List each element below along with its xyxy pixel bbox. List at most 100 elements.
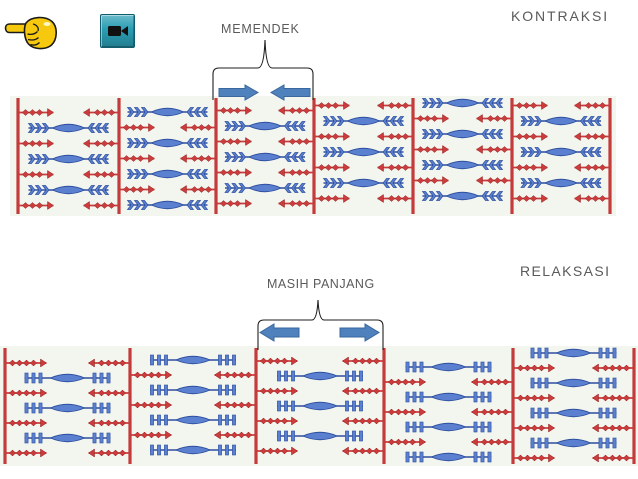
z-line: [382, 348, 386, 464]
myosin-head: [157, 384, 161, 396]
arrow-left-icon: [259, 323, 300, 342]
actin-subunit: [197, 124, 206, 131]
myosin-spindle: [430, 392, 467, 402]
myosin-head: [150, 444, 154, 456]
video-button[interactable]: [100, 14, 135, 48]
myosin-spindle: [543, 147, 579, 157]
actin-subunit: [331, 102, 340, 109]
actin-tip: [343, 101, 350, 110]
sarcomere: [6, 358, 129, 458]
myosin-spindle: [543, 178, 579, 188]
actin-filament: [377, 132, 412, 141]
myosin-head: [587, 116, 595, 126]
myosin-spindle: [150, 138, 185, 148]
actin-filament: [592, 423, 633, 433]
myosin-head: [225, 444, 229, 456]
myosin-filament: [520, 178, 602, 188]
actin-subunit: [111, 389, 120, 397]
actin-tip: [148, 154, 155, 163]
myosin-head: [218, 354, 222, 366]
myosin-head: [238, 183, 246, 193]
actin-subunit: [622, 394, 631, 402]
myosin-head: [298, 152, 306, 162]
actin-filament: [19, 108, 54, 117]
actin-tip: [245, 106, 252, 115]
myosin-head: [435, 191, 444, 201]
actin-filament: [217, 137, 252, 146]
actin-tip: [548, 453, 555, 463]
myosin-head: [488, 98, 497, 108]
myosin-head: [480, 421, 485, 433]
actin-subunit: [394, 408, 403, 416]
myosin-head: [421, 191, 430, 201]
myosin-head: [291, 400, 295, 412]
actin-subunit: [387, 195, 396, 202]
myosin-head: [544, 347, 549, 359]
actin-subunit: [280, 447, 289, 455]
actin-filament: [414, 114, 449, 123]
myosin-spindle: [174, 355, 212, 365]
actin-subunit: [21, 109, 30, 116]
actin-filament: [214, 370, 255, 380]
actin-subunit: [401, 133, 410, 140]
myosin-filament: [24, 402, 111, 414]
myosin-head: [291, 183, 299, 193]
myosin-spindle: [51, 154, 86, 164]
actin-subunit: [387, 438, 396, 446]
actin-filament: [342, 446, 383, 456]
actin-subunit: [266, 387, 275, 395]
myosin-head: [419, 451, 424, 463]
myosin-spindle: [445, 191, 480, 201]
actin-subunit: [516, 394, 525, 402]
actin-subunit: [29, 389, 38, 397]
actin-tip: [291, 416, 298, 426]
myosin-head: [537, 347, 542, 359]
myosin-head: [412, 361, 417, 373]
actin-subunit: [358, 387, 367, 395]
myosin-head: [186, 107, 195, 117]
actin-subunit: [295, 169, 304, 176]
actin-subunit: [22, 389, 31, 397]
actin-subunit: [401, 195, 410, 202]
actin-subunit: [244, 371, 253, 379]
actin-subunit: [93, 109, 102, 116]
actin-subunit: [486, 115, 495, 122]
actin-subunit: [29, 359, 38, 367]
contraction-bracket: [212, 39, 314, 100]
actin-subunit: [118, 359, 127, 367]
actin-subunit: [8, 449, 17, 457]
actin-tip: [343, 163, 350, 172]
myosin-spindle: [445, 160, 480, 170]
actin-subunit: [28, 109, 37, 116]
actin-subunit: [516, 364, 525, 372]
actin-subunit: [140, 401, 149, 409]
actin-subunit: [584, 133, 593, 140]
actin-subunit: [584, 195, 593, 202]
actin-subunit: [537, 394, 546, 402]
actin-filament: [83, 170, 118, 179]
myosin-head: [421, 98, 430, 108]
actin-subunit: [324, 102, 333, 109]
myosin-head: [284, 370, 288, 382]
actin-subunit: [401, 438, 410, 446]
actin-subunit: [501, 438, 510, 446]
actin-subunit: [15, 449, 24, 457]
actin-subunit: [288, 138, 297, 145]
actin-subunit: [100, 140, 109, 147]
myosin-head: [612, 347, 617, 359]
myosin-head: [164, 354, 168, 366]
actin-subunit: [288, 200, 297, 207]
myosin-head: [382, 147, 391, 157]
z-line: [128, 348, 132, 464]
actin-tip: [165, 430, 172, 440]
myosin-spindle: [555, 408, 592, 418]
actin-subunit: [118, 389, 127, 397]
myosin-head: [238, 121, 246, 131]
actin-subunit: [104, 419, 113, 427]
myosin-head: [133, 138, 142, 148]
actin-subunit: [93, 202, 102, 209]
myosin-head: [345, 430, 349, 442]
back-button[interactable]: [3, 13, 57, 51]
actin-tip: [214, 400, 221, 410]
actin-subunit: [107, 140, 116, 147]
